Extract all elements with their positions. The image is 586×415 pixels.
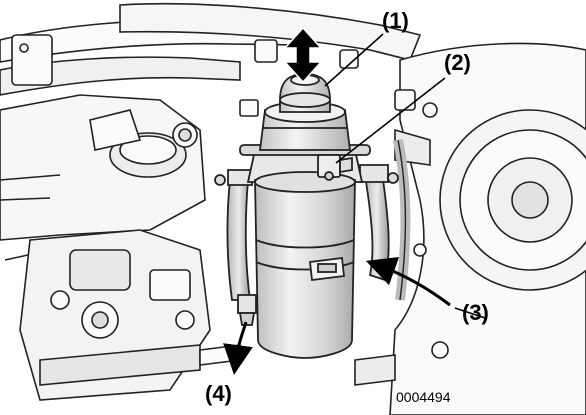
double-vertical-arrow-icon	[283, 26, 323, 84]
right-fuel-hose	[363, 170, 390, 282]
leader-lines	[324, 33, 486, 319]
top-bolts	[239, 39, 359, 117]
callout-3: (3)	[462, 300, 489, 325]
leader-line-1	[324, 33, 384, 87]
callout-1: (1)	[382, 8, 409, 33]
motion-arrows	[223, 26, 451, 375]
figure-number: 0004494	[396, 389, 451, 405]
air-vent-plug	[317, 154, 353, 181]
arrow-to-hose-icon	[365, 256, 451, 307]
left-fuel-hose	[226, 179, 252, 301]
callout-2: (2)	[444, 50, 471, 75]
leader-line-3	[454, 307, 486, 319]
arrow-to-drain-icon	[223, 321, 253, 375]
drain-cock	[237, 294, 257, 326]
leader-line-2	[335, 77, 446, 164]
callout-4: (4)	[205, 381, 232, 406]
